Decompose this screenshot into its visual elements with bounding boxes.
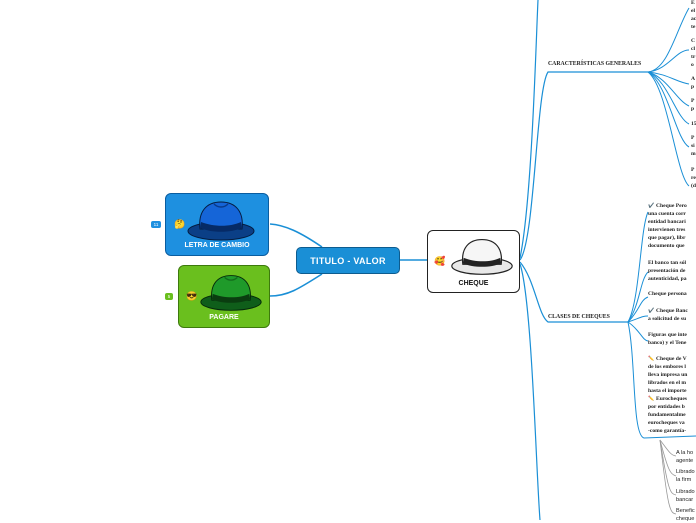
clase-cheque-item-line: una cuenta corr: [648, 211, 686, 217]
clase-cheque-item-line: Cheque persona: [648, 291, 687, 297]
clase-cheque-item-line: banco) y el Tene: [648, 340, 687, 346]
caracteristica-item-line: m: [691, 151, 696, 157]
caracteristica-item[interactable]: 15: [691, 120, 696, 128]
caracteristica-item-line: A: [691, 76, 696, 82]
clase-cheque-item-line: hasta el importe: [648, 388, 687, 394]
clase-cheque-item-line: intervienen tres: [648, 227, 686, 233]
clase-cheque-item[interactable]: Cheque persona: [648, 290, 687, 298]
clase-cheque-item-line: Cheque Pero: [656, 203, 687, 209]
agente-item[interactable]: Librado la firm: [676, 468, 695, 484]
white-hat-icon: [451, 238, 513, 275]
clase-cheque-item-line: eurocheques va: [648, 420, 685, 426]
clase-cheque-item-line: presentación de: [648, 268, 686, 274]
check-icon: ✔️: [648, 309, 655, 314]
clase-cheque-item-line: de los embores l: [648, 364, 686, 370]
letra-de-cambio-label: LETRA DE CAMBIO: [184, 242, 250, 249]
link-caracteristicas: [519, 71, 648, 261]
thinking-face-icon: 🤔: [174, 219, 186, 229]
caracteristica-item-line: C: [691, 38, 696, 44]
clase-cheque-item-line: Figuras que inte: [648, 332, 687, 338]
caracteristica-item-line: P: [691, 167, 695, 173]
caracteristica-item-line: E: [691, 0, 695, 6]
caracteristica-item-line: (d: [691, 183, 696, 189]
clase-cheque-item-line: El banco tan sól: [648, 260, 687, 266]
caracteristica-item-line: 15: [691, 121, 696, 127]
agente-item-line: Benefic: [676, 508, 695, 514]
caracteristica-item-line: o: [691, 62, 694, 68]
agente-item-line: cheque: [676, 516, 695, 522]
clase-cheque-item-line: lleva impresa un: [648, 372, 688, 378]
cheque-node[interactable]: CHEQUE: [427, 230, 520, 293]
pencil-icon: ✏️: [648, 357, 655, 362]
caracteristica-item-line: tr: [691, 54, 696, 60]
letra-de-cambio-node[interactable]: LETRA DE CAMBIO: [165, 193, 269, 256]
clase-cheque-item[interactable]: Cheque de V de los embores l lleva impresa…: [648, 355, 687, 435]
pagare-node[interactable]: PAGARE: [178, 265, 270, 328]
agente-item-line: agente: [676, 458, 694, 464]
agente-item-line: Librado: [676, 489, 695, 495]
agente-item-line: bancar: [676, 497, 694, 503]
caracteristica-item-line: si: [691, 143, 695, 149]
caracteristica-item-line: cl: [691, 46, 696, 52]
clase-cheque-item-line: -como garantía-: [648, 428, 687, 434]
clase-cheque-item-line: documento que: [648, 243, 685, 249]
agente-item-line: la firm: [676, 477, 692, 483]
clase-cheque-item-line: librados en el m: [648, 380, 687, 386]
pencil-icon: ✏️: [648, 397, 655, 402]
agente-item-line: Librado: [676, 469, 695, 475]
caracteristica-item-line: p: [691, 84, 695, 90]
pagare-label: PAGARE: [209, 314, 239, 321]
caracteristica-item-line: P: [691, 135, 695, 141]
link-lower: [519, 263, 541, 520]
branch-clases[interactable]: CLASES DE CHEQUES: [548, 314, 610, 320]
caracteristica-item-line: ac: [691, 16, 696, 22]
branch-caracteristicas[interactable]: CARACTERÍSTICAS GENERALES: [548, 61, 642, 67]
clase-cheque-item-line: que pagar), libr: [648, 235, 686, 241]
caracteristica-item-line: re: [691, 175, 696, 181]
link-top: [519, 0, 539, 259]
check-icon: ✔️: [648, 204, 655, 209]
link-letra: [269, 223, 323, 248]
clase-cheque-item-line: Cheque de V: [656, 356, 687, 362]
clase-cheque-item[interactable]: Figuras que inte banco) y el Tene: [648, 331, 687, 347]
central-topic[interactable]: TITULO - VALOR: [296, 247, 400, 274]
clase-cheque-item[interactable]: Cheque Banc a solicitud de su: [648, 307, 688, 323]
link-pagare: [269, 273, 323, 297]
smiling-face-icon: 🥰: [434, 256, 446, 266]
agente-item[interactable]: Librado bancar: [676, 488, 695, 504]
agente-item-line: A la ho: [676, 450, 694, 456]
pagare-count-badge: 5: [165, 293, 173, 300]
agente-item[interactable]: Benefic cheque: [676, 507, 695, 523]
clase-cheque-item-line: entidad bancari: [648, 219, 686, 225]
green-hat-icon: [200, 275, 262, 311]
clase-cheque-item-line: fundamentalme: [648, 412, 686, 418]
clase-cheque-item-line: autenticidad, pa: [648, 276, 687, 282]
cool-face-icon: 😎: [186, 291, 198, 301]
caracteristica-item-line: te: [691, 24, 696, 30]
caracteristica-item-line: P: [691, 98, 695, 104]
clase-cheque-item-line: por entidades b: [648, 404, 685, 410]
agente-item[interactable]: A la ho agente: [676, 449, 693, 465]
caracteristica-item-line: p: [691, 106, 695, 112]
caracteristica-item-line: el: [691, 8, 696, 14]
blue-hat-icon: [187, 201, 255, 241]
clase-cheque-item[interactable]: Cheque Pero una cuenta corr entidad bancar…: [648, 202, 687, 250]
clase-cheque-item-line: Cheque Banc: [656, 308, 688, 314]
clase-cheque-item-line: Eurocheques: [656, 396, 687, 402]
clase-cheque-item-line: a solicitud de su: [648, 316, 687, 322]
cheque-label: CHEQUE: [458, 280, 489, 287]
link-clases: [519, 261, 628, 323]
letra-count-badge: 11: [151, 221, 161, 228]
clase-cheque-item[interactable]: El banco tan sól presentación de autentici…: [648, 259, 687, 283]
